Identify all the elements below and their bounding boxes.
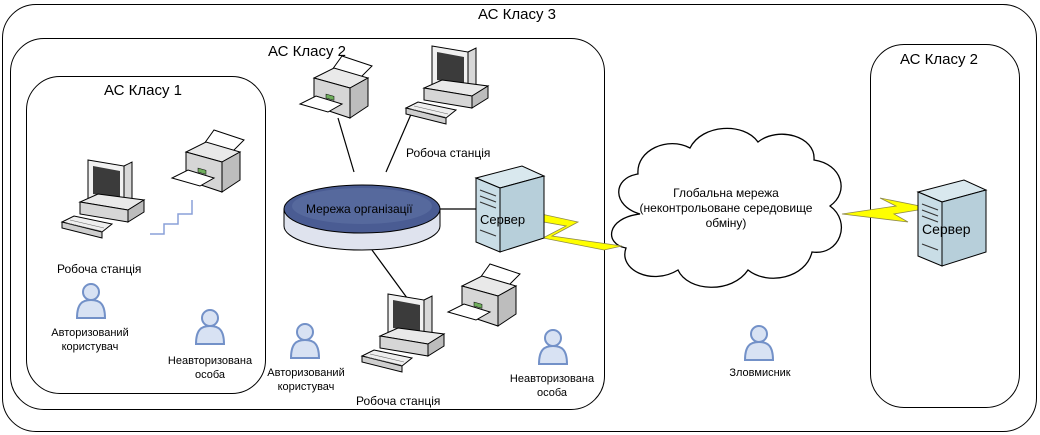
workstation-class1-icon [60,159,146,239]
as-class2-left-frame [10,38,605,410]
global-network-line2: (неконтрольоване середовище [639,201,813,215]
global-network-line3: обміну) [705,216,747,230]
network-link-pc-top [385,111,413,173]
attacker-label: Зловмисник [729,367,791,379]
workstation-top-label: Робоча станція [406,146,491,160]
as-class1-title: АС Класу 1 [104,82,183,99]
as-class3-title: АС Класу 3 [478,6,557,23]
remote-server-icon [916,179,988,267]
organization-network-disc [283,184,441,251]
unauthorized-person-class1-label: Неавторизована особа [158,354,262,382]
server-label: Сервер [480,212,526,227]
authorized-user-class1-line1: Авторизований [51,327,129,339]
authorized-user-class2-label: Авторизований користувач [256,366,356,394]
class1-link-line [150,200,193,235]
authorized-user-class2-icon [289,323,321,359]
unauthorized-person-class1-line2: особа [194,369,226,381]
attacker-icon [743,325,775,361]
unauthorized-person-class2-line2: особа [536,387,568,399]
global-network-line1: Глобальна мережа [673,186,779,200]
unauthorized-person-class1-line1: Неавторизована [167,355,253,367]
authorized-user-class1-icon [75,283,107,319]
unauthorized-person-class1-icon [194,309,226,345]
printer-top-icon [298,55,373,119]
as-class2-right-title: АС Класу 2 [900,51,979,68]
global-network-label: Глобальна мережа (неконтрольоване середо… [636,186,816,231]
remote-server-label: Сервер [922,221,971,237]
authorized-user-class2-line1: Авторизований [267,367,345,379]
authorized-user-class1-line2: користувач [61,341,119,353]
network-label: Мережа організації [306,202,413,216]
as-class2-right-frame [870,44,1020,408]
server-icon [474,165,546,253]
authorized-user-class1-label: Авторизований користувач [40,326,140,354]
workstation-bottom-icon [360,293,446,373]
printer-class1-icon [170,129,245,193]
as-class2-left-title: АС Класу 2 [268,43,347,60]
workstation-class1-label: Робоча станція [57,262,142,276]
unauthorized-person-class2-line1: Неавторизована [509,373,595,385]
authorized-user-class2-line2: користувач [277,381,335,393]
workstation-top-icon [404,45,490,125]
unauthorized-person-class2-label: Неавторизована особа [500,372,604,400]
as-class3-frame [2,4,1037,432]
printer-bottom-icon [446,263,521,327]
as-class1-frame [26,76,266,394]
global-network-cloud [610,127,842,288]
unauthorized-person-class2-icon [537,329,569,365]
network-link-printer-top [337,117,355,173]
network-link-pc-bottom [371,249,411,303]
workstation-bottom-label: Робоча станція [356,394,441,408]
